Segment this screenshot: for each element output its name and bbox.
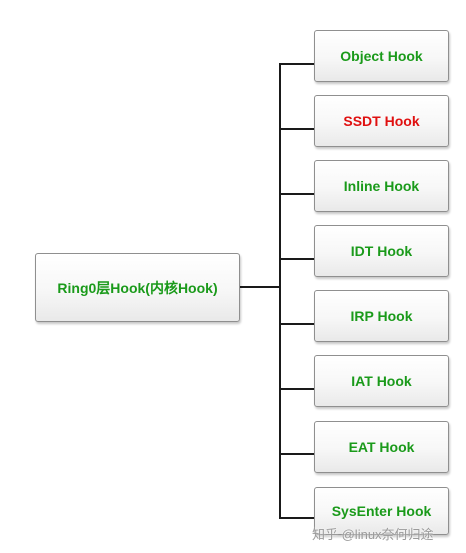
branch-line (279, 453, 314, 455)
trunk-line (279, 63, 281, 519)
node-sysenter-hook: SysEnter Hook (314, 487, 449, 535)
node-label: Object Hook (340, 48, 423, 64)
node-irp-hook: IRP Hook (314, 290, 449, 342)
node-iat-hook: IAT Hook (314, 355, 449, 407)
node-label: SysEnter Hook (331, 503, 432, 519)
node-label: IAT Hook (351, 373, 412, 389)
node-label: IDT Hook (350, 243, 413, 259)
node-ssdt-hook: SSDT Hook (314, 95, 449, 147)
node-inline-hook: Inline Hook (314, 160, 449, 212)
root-node: Ring0层Hook(内核Hook) (35, 253, 240, 322)
watermark: 知乎 @linux奈何归途 (312, 527, 434, 542)
node-object-hook: Object Hook (314, 30, 449, 82)
branch-line (279, 193, 314, 195)
node-label: SSDT Hook (343, 113, 420, 129)
node-label: IRP Hook (350, 308, 413, 324)
node-label: Inline Hook (343, 178, 420, 194)
root-node-label: Ring0层Hook(内核Hook) (57, 279, 218, 296)
node-idt-hook: IDT Hook (314, 225, 449, 277)
branch-line (279, 128, 314, 130)
branch-line (279, 388, 314, 390)
branch-line (279, 517, 314, 519)
branch-line (279, 258, 314, 260)
branch-line (279, 63, 314, 65)
branch-line (279, 323, 314, 325)
node-label: EAT Hook (348, 439, 415, 455)
node-eat-hook: EAT Hook (314, 421, 449, 473)
root-connector (240, 286, 280, 288)
